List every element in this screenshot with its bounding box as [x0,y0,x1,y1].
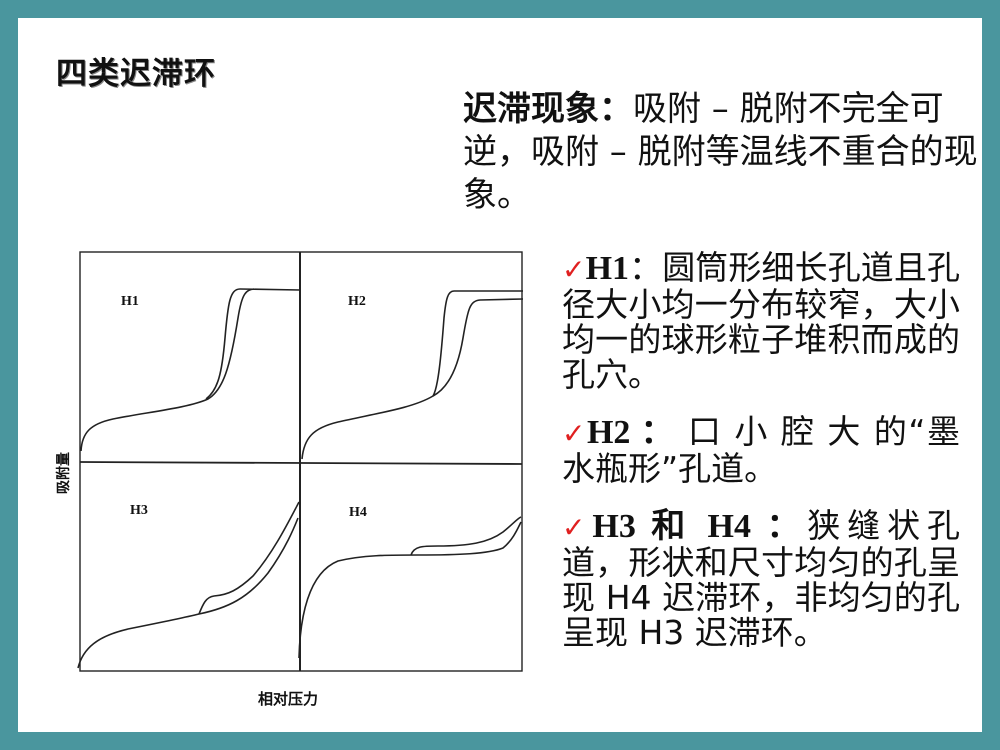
check-icon: ✓ [562,253,586,286]
h1-adsorption-curve [80,288,255,452]
bullet-label: H3 和 H4 ： [592,508,808,545]
check-icon: ✓ [562,511,593,544]
slide: 四类迟滞环 迟滞现象：吸附 – 脱附不完全可逆，吸附 – 脱附等温线不重合的现象… [18,18,982,732]
bullet-text: 口 小 腔 大 的“墨水瓶形”孔道。 [562,412,960,488]
intro-term: 迟滞现象： [463,89,633,129]
intro-text: 迟滞现象：吸附 – 脱附不完全可逆，吸附 – 脱附等温线不重合的现象。 [463,88,988,217]
intro-body: 吸附 – 脱附不完全可逆，吸附 – 脱附等温线不重合的现象。 [463,89,978,215]
bullet-text: 狭缝状孔道，形状和尺寸均匀的孔呈现 H4 迟滞环，非均匀的孔呈现 H3 迟滞环。 [562,506,961,652]
bullet-h3-h4: ✓H3 和 H4 ：狭缝状孔道，形状和尺寸均匀的孔呈现 H4 迟滞环，非均匀的孔… [562,508,960,650]
h1-desorption-curve [205,288,301,400]
h3-adsorption-curve [77,517,299,669]
divider-horizontal [79,461,523,465]
h4-desorption-curve [410,516,522,556]
check-icon: ✓ [562,417,587,450]
y-axis-label: 吸附量 [55,452,72,494]
bullet-h2: ✓H2 ： 口 小 腔 大 的“墨水瓶形”孔道。 [562,414,960,486]
hysteresis-diagram: H1 H2 H3 H4 相对压力 吸附量 [55,251,524,708]
bullet-list: ✓H1：圆筒形细长孔道且孔径大小均一分布较窄，大小均一的球形粒子堆积而成的孔穴。… [562,250,960,672]
h4-adsorption-curve [298,521,522,659]
panel-label-h2: H2 [348,294,366,309]
h2-adsorption-curve [301,298,524,460]
bullet-text: ：圆筒形细长孔道且孔径大小均一分布较窄，大小均一的球形粒子堆积而成的孔穴。 [562,248,960,394]
panel-label-h4: H4 [349,505,367,520]
bullet-label: H2 ： [586,414,676,451]
h2-desorption-curve [432,290,523,397]
x-axis-label: 相对压力 [258,690,318,708]
h3-desorption-curve [198,501,300,615]
bullet-label: H1 [585,250,630,287]
panel-label-h3: H3 [130,503,148,518]
bullet-h1: ✓H1：圆筒形细长孔道且孔径大小均一分布较窄，大小均一的球形粒子堆积而成的孔穴。 [562,250,960,392]
panel-label-h1: H1 [121,294,139,309]
slide-title: 四类迟滞环 [56,56,216,92]
